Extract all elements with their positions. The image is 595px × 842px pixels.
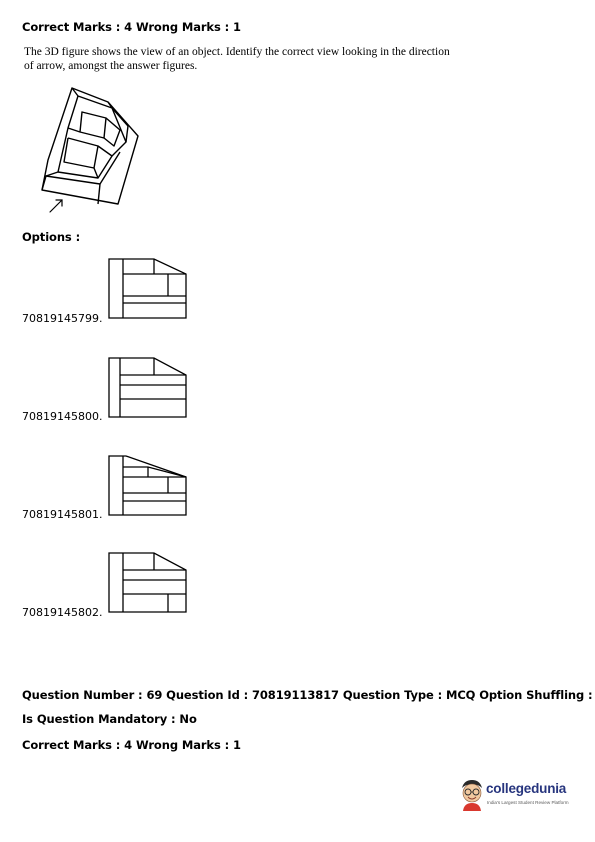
option-id: 70819145799.	[22, 312, 103, 325]
option-id: 70819145801.	[22, 508, 103, 521]
mascot-logo-icon	[462, 780, 482, 811]
direction-arrow-icon	[49, 199, 63, 213]
option-figure-3[interactable]	[106, 453, 190, 519]
brand-tagline: India's Largest Student Review Platform	[487, 800, 569, 805]
question-text-line-1: The 3D figure shows the view of an objec…	[24, 46, 450, 58]
option-figure-1[interactable]	[106, 256, 190, 322]
option-figure-2[interactable]	[106, 355, 190, 421]
question-info-line: Question Number : 69 Question Id : 70819…	[22, 688, 595, 702]
question-mandatory-line: Is Question Mandatory : No	[22, 712, 197, 726]
option-id: 70819145802.	[22, 606, 103, 619]
correct-marks-footer: Correct Marks : 4 Wrong Marks : 1	[22, 738, 241, 752]
option-figure-4[interactable]	[106, 550, 190, 616]
question-text: The 3D figure shows the view of an objec…	[24, 45, 464, 73]
3d-object-figure	[41, 87, 139, 205]
options-heading: Options :	[22, 230, 81, 244]
correct-marks-header: Correct Marks : 4 Wrong Marks : 1	[22, 20, 241, 34]
question-text-line-2: of arrow, amongst the answer figures.	[24, 60, 198, 72]
brand-logo-text: collegedunia	[486, 781, 567, 796]
option-id: 70819145800.	[22, 410, 103, 423]
